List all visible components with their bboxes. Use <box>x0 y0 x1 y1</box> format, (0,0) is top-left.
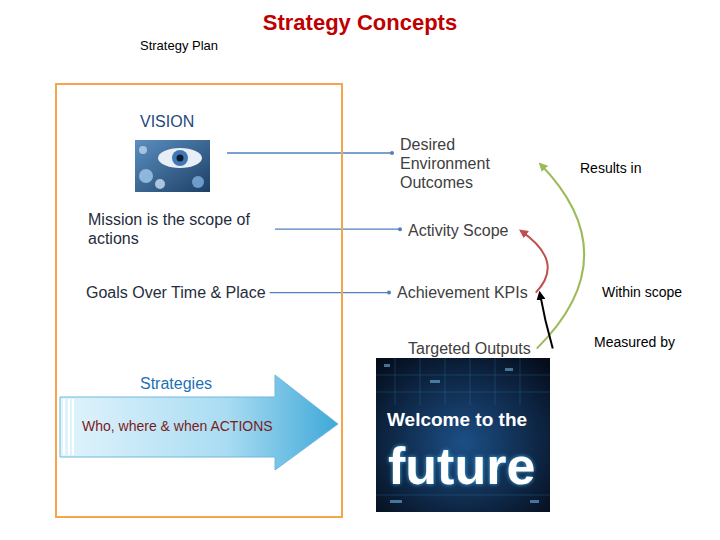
kpi-text: Achievement KPIs <box>397 283 528 302</box>
goals-text: Goals Over Time & Place <box>86 283 266 302</box>
output-block: Targeted Outputs <box>406 337 533 360</box>
kpi-block: Achievement KPIs <box>395 281 530 304</box>
goals-block: Goals Over Time & Place <box>84 281 268 304</box>
connector-line <box>227 152 392 153</box>
vision-block: VISION <box>135 110 225 196</box>
future-picture <box>376 358 550 512</box>
picture-word: future <box>388 440 535 492</box>
connector-arc <box>520 231 547 293</box>
line-end-dot <box>390 151 394 155</box>
edge-label: Results in <box>578 160 643 177</box>
plan-frame: Strategy PlanVISIONMission is the scope … <box>55 83 343 518</box>
mission-text: Mission is the scope of actions <box>88 210 271 248</box>
eye-picture <box>135 140 210 192</box>
scope-text: Activity Scope <box>408 221 508 240</box>
connector-arc <box>537 164 584 349</box>
connector-line <box>270 292 389 293</box>
outcome-text: Desired Environment Outcomes <box>400 135 514 193</box>
line-end-dot <box>387 291 391 295</box>
edge-label: Within scope <box>600 284 684 301</box>
strategy-arrow: StrategiesWho, where & when ACTIONS <box>58 372 340 472</box>
edge-label: Measured by <box>592 334 677 351</box>
arrow-body <box>60 375 338 470</box>
vision-heading: VISION <box>140 112 194 131</box>
line-end-dot <box>398 227 402 231</box>
arrow-stripe <box>63 399 65 455</box>
strategies-heading: Strategies <box>140 374 212 393</box>
frame-heading: Strategy Plan <box>140 38 218 54</box>
arrow-stripe <box>72 399 74 455</box>
output-text: Targeted Outputs <box>408 339 531 358</box>
diagram-title: Strategy Concepts <box>0 10 720 36</box>
outcome-block: Desired Environment Outcomes <box>398 133 516 195</box>
mission-block: Mission is the scope of actions <box>86 208 273 250</box>
connector-arc <box>540 293 553 349</box>
connector-line <box>275 229 400 230</box>
arrow-stripe <box>68 399 70 455</box>
picture-caption: Welcome to the <box>387 410 527 429</box>
actions-text: Who, where & when ACTIONS <box>82 418 273 435</box>
scope-block: Activity Scope <box>406 219 510 242</box>
